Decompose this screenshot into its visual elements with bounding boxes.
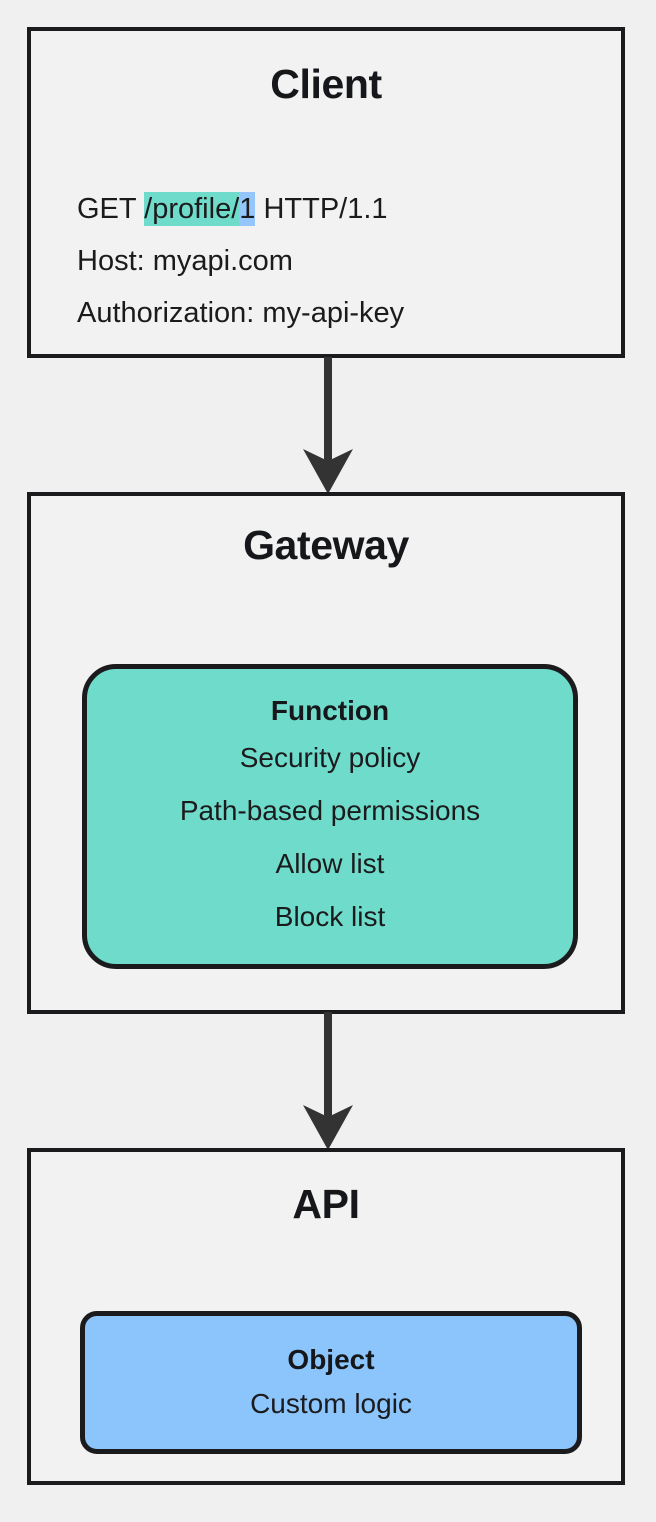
object-item-custom-logic: Custom logic	[250, 1387, 412, 1419]
function-item-allow-list: Allow list	[275, 847, 385, 879]
arrow-client-to-gateway	[296, 357, 360, 494]
function-item-block-list: Block list	[274, 900, 386, 932]
client-node: Client GET /profile/1 HTTP/1.1 Host: mya…	[27, 27, 625, 358]
request-line-method: GET /profile/1 HTTP/1.1	[77, 183, 404, 235]
api-node-title: API	[292, 1181, 360, 1227]
gateway-function-box: Function Security policy Path-based perm…	[82, 664, 578, 969]
function-item-path-based-permissions: Path-based permissions	[179, 794, 481, 826]
request-space-1	[136, 193, 144, 225]
request-line-authorization: Authorization: my-api-key	[77, 297, 405, 329]
gateway-node: Gateway Function Security policy Path-ba…	[27, 492, 625, 1014]
function-item-security-policy: Security policy	[239, 741, 421, 773]
api-node: API Object Custom logic	[27, 1148, 625, 1485]
request-protocol: HTTP/1.1	[255, 193, 388, 225]
api-object-box: Object Custom logic	[80, 1311, 582, 1454]
request-path-id-highlight: 1	[239, 192, 256, 226]
request-method: GET	[77, 193, 137, 225]
object-box-title: Object	[287, 1343, 375, 1375]
gateway-node-title: Gateway	[243, 522, 409, 568]
client-request-block: GET /profile/1 HTTP/1.1 Host: myapi.com …	[77, 183, 404, 339]
function-box-title: Function	[270, 694, 390, 726]
request-line-host: Host: myapi.com	[77, 245, 293, 277]
client-node-title: Client	[270, 61, 382, 107]
arrow-gateway-to-api	[296, 1012, 360, 1150]
request-path-prefix-highlight: /profile/	[144, 192, 240, 226]
